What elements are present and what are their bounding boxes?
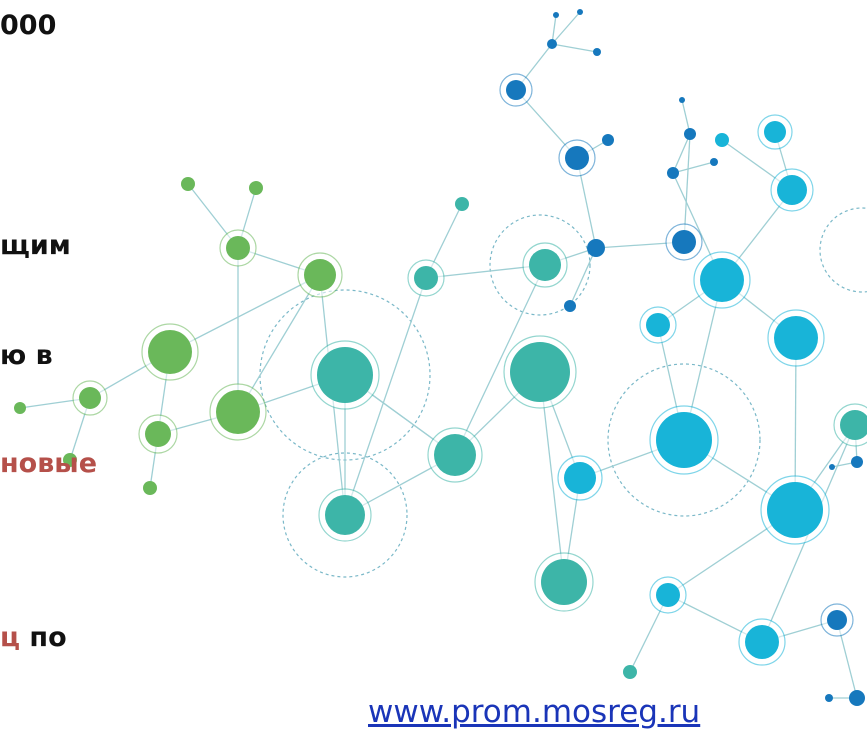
text-fragment-3: ю в [0,340,53,371]
text-fragment-5-highlight: ц [0,622,21,653]
text-fragment-2: щим [0,230,71,261]
website-link[interactable]: www.prom.mosreg.ru [368,694,701,730]
text-fragment-1: 000 [0,10,57,41]
text-fragment-5-rest: по [20,622,67,653]
text-fragment-5: ц по [0,622,67,654]
text-fragment-4: новые [0,448,98,479]
